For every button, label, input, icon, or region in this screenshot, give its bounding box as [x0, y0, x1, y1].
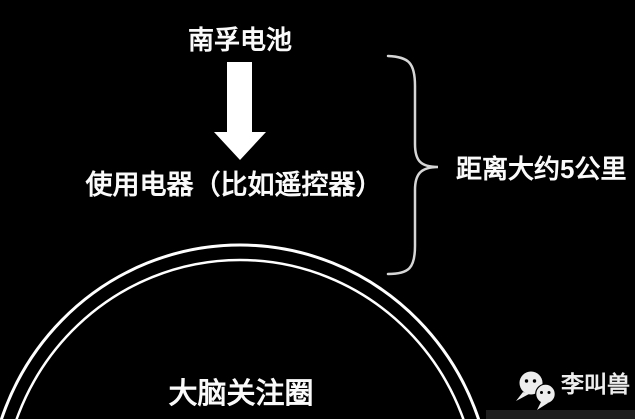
attention-circle-inner: [15, 258, 465, 419]
watermark-author: 李叫兽: [561, 371, 630, 397]
source-node-label: 南孚电池: [187, 25, 292, 55]
target-node-label: 使用电器（比如遥控器）: [85, 170, 383, 200]
bottom-bar: [486, 410, 635, 419]
attention-circle-label: 大脑关注圈: [168, 378, 314, 410]
attention-circle-outer: [0, 243, 481, 419]
wechat-icon: [516, 371, 556, 410]
down-arrow-icon: [214, 62, 266, 160]
distance-annotation: 距离大约5公里: [456, 154, 627, 184]
curly-brace: [386, 54, 439, 276]
